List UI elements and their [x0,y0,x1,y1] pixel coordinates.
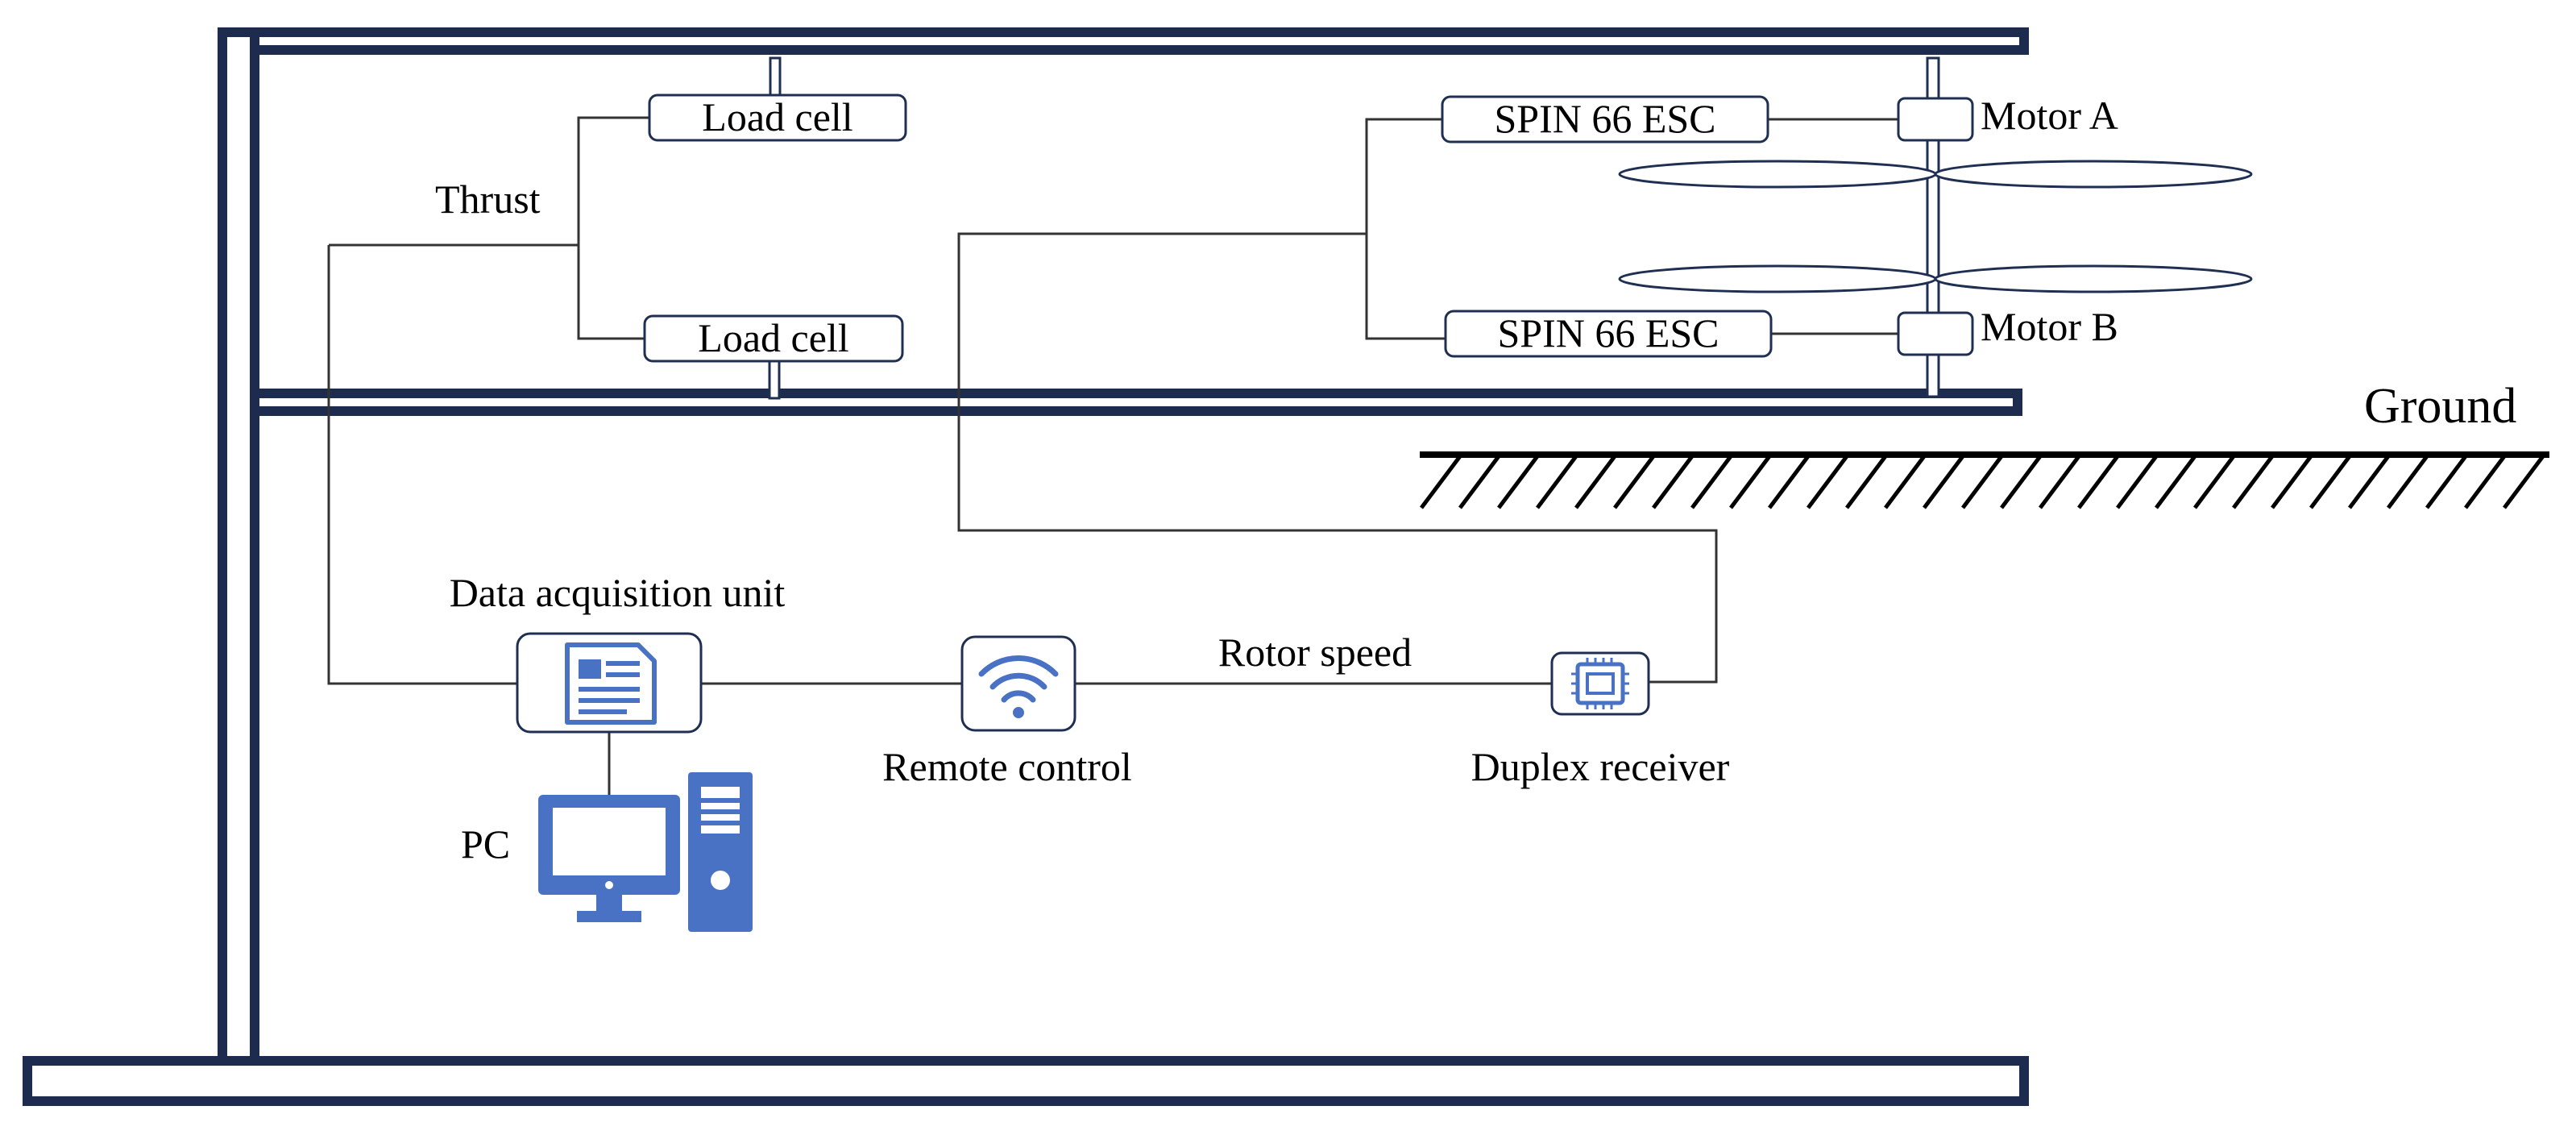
ground-hatch-line [1923,455,1964,509]
duplex-receiver-label: Duplex receiver [1471,744,1730,789]
desktop-computer-icon [538,772,753,932]
chip-icon [1571,658,1629,709]
ground-hatch-line [2116,455,2158,509]
wifi-icon [978,655,1059,718]
motor-a-label: Motor A [1981,93,2118,138]
motor-a [1897,97,1974,142]
esc-top-label: SPIN 66 ESC [1494,96,1715,141]
ground-hatch-line [2232,455,2274,509]
ground-hatch-line [1574,455,1616,509]
ground-hatch-line [1652,455,1694,509]
frame-mid-beam [218,389,2022,416]
propeller-a-right-blade [1934,160,2253,189]
frame-top-beam [218,27,2029,55]
ground-hatch-line [1420,455,1462,509]
ground-hatch-line [1768,455,1810,509]
ground-hatch-line [1613,455,1655,509]
ground-hatch-line [1729,455,1771,509]
test-stand-frame [23,27,2029,1106]
ground-hatch-line [1497,455,1539,509]
ground-hatch-line [2309,455,2351,509]
propeller-b-left-blade [1618,264,1937,293]
esc-top: SPIN 66 ESC [1441,95,1769,143]
load-cell-top: Load cell [648,56,907,142]
wire-daq-to-thrust [327,245,517,685]
data-acquisition-unit [516,632,703,734]
wiring [327,116,1898,795]
wire-thrust-bus [577,116,649,340]
remote-control-label: Remote control [882,744,1132,789]
esc-bottom-label: SPIN 66 ESC [1497,310,1719,355]
ground-hatch-line [1458,455,1500,509]
rotor-assembly [1618,56,2253,398]
ground-hatch-line [2039,455,2080,509]
ground-hatch-line [2077,455,2119,509]
motor-b-label: Motor B [1981,304,2118,349]
ground-label: Ground [2364,379,2516,434]
ground-hatch-line [1807,455,1848,509]
ground-hatch-line [2193,455,2235,509]
frame-vertical-column [218,27,259,1069]
ground-hatch-line [1536,455,1578,509]
remote-control [960,635,1076,732]
motor-b [1897,311,1974,356]
load-cell-top-label: Load cell [702,94,852,139]
ground-hatch-line [1884,455,1926,509]
frame-base-beam [23,1056,2029,1106]
pc-label: PC [461,821,510,867]
duplex-receiver [1550,651,1650,716]
ground-symbol [1420,451,2549,509]
propeller-a-left-blade [1618,160,1937,189]
ground-hatch-line [1690,455,1732,509]
ground-hatch-line [2000,455,2042,509]
ground-hatch-line [2155,455,2196,509]
ground-hatch-line [2503,455,2545,509]
load-cell-bottom: Load cell [643,314,904,400]
ground-hatch-line [1961,455,2003,509]
ground-hatch-line [2271,455,2313,509]
load-cell-bottom-label: Load cell [698,315,848,360]
propeller-b-right-blade [1934,264,2253,293]
data-acquisition-unit-label: Data acquisition unit [450,570,786,615]
wire-esc-to-receiver [957,232,1718,684]
ground-hatch-line [1845,455,1887,509]
document-icon [565,642,657,725]
ground-hatch-line [2425,455,2467,509]
thrust-label: Thrust [435,177,541,222]
esc-bottom: SPIN 66 ESC [1444,310,1773,358]
ground-hatch-line [2464,455,2506,509]
wire-esc-bus [1365,118,1446,340]
rotor-speed-label: Rotor speed [1218,630,1412,675]
ground-hatch-line [2387,455,2429,509]
ground-hatch-line [2348,455,2390,509]
